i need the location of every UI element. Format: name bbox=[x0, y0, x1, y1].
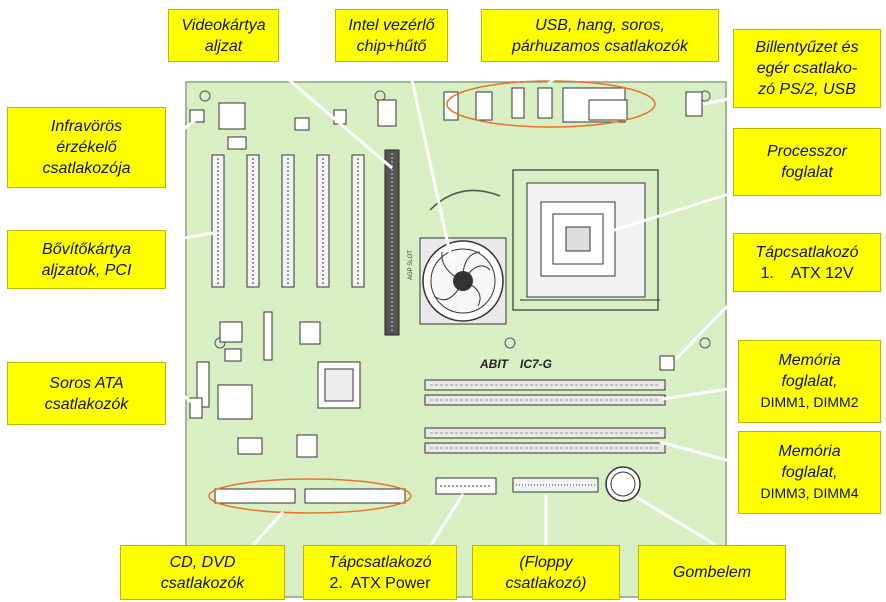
label-line: csatlakozók bbox=[160, 574, 245, 592]
atx12v-connector bbox=[659, 355, 675, 371]
label-infrared-sensor: Infravörös érzékelő csatlakozója bbox=[7, 107, 166, 188]
label-line: egér csatlakо- bbox=[756, 60, 858, 77]
label-power-atx12v: Tápcsatlakozó 1. ATX 12V bbox=[733, 233, 881, 292]
label-video-card-slot: Videokártya aljzat bbox=[168, 9, 279, 62]
label-line: DIMM3, DIMM4 bbox=[760, 485, 859, 501]
label-line: csatlakozó) bbox=[505, 574, 587, 592]
label-memory-dimm12: Memória foglalat, DIMM1, DIMM2 bbox=[738, 340, 881, 423]
label-line: foglalat, bbox=[781, 464, 838, 481]
label-line: csatlakozók bbox=[44, 395, 129, 413]
label-line: aljzatok, PCI bbox=[41, 261, 132, 279]
label-line: Soros ATA bbox=[49, 374, 124, 392]
label-line: Bővítőkártya bbox=[42, 240, 131, 258]
chipset-heatsink bbox=[419, 237, 507, 325]
svg-text:AGP SLOT: AGP SLOT bbox=[408, 250, 414, 280]
motherboard bbox=[185, 81, 727, 598]
label-line: Memória bbox=[778, 443, 841, 460]
label-line: DIMM1, DIMM2 bbox=[760, 394, 859, 410]
board-model: IC7-G bbox=[520, 357, 552, 371]
label-power-atx: Tápcsatlakozó 2. ATX Power bbox=[303, 545, 457, 600]
label-line: Tápcsatlakozó bbox=[755, 243, 859, 261]
label-ide-connectors: CD, DVD csatlakozók bbox=[120, 545, 285, 600]
ide-connectors bbox=[214, 488, 406, 504]
label-usb-audio-serial-parallel: USB, hang, soros, párhuzamos csatlakozók bbox=[481, 9, 719, 62]
label-line: (Floppy bbox=[519, 553, 573, 571]
label-line: érzékelő bbox=[56, 139, 117, 156]
label-line: aljzat bbox=[204, 37, 243, 55]
label-chipset: Intel vezérlő chip+hűtő bbox=[335, 9, 448, 62]
label-line: Memória bbox=[778, 352, 841, 369]
label-battery: Gombelem bbox=[638, 545, 786, 600]
board-brand: ABIT bbox=[479, 357, 510, 371]
label-sata: Soros ATA csatlakozók bbox=[7, 362, 166, 425]
label-line: párhuzamos csatlakozók bbox=[511, 37, 689, 55]
label-line: csatlakozója bbox=[42, 160, 131, 177]
label-line: Gombelem bbox=[672, 564, 752, 581]
cpu-socket-frame bbox=[512, 169, 659, 311]
label-line: Tápcsatlakozó bbox=[328, 553, 432, 571]
label-line: 1. ATX 12V bbox=[760, 264, 854, 282]
sata-connectors bbox=[189, 397, 203, 419]
label-line: Intel vezérlő bbox=[348, 16, 435, 34]
label-line: Billentyűzet és bbox=[755, 39, 859, 56]
label-pci-slots: Bővítőkártya aljzatok, PCI bbox=[7, 230, 166, 289]
pci-slots bbox=[211, 154, 365, 288]
label-line: foglalat bbox=[781, 164, 833, 181]
label-line: USB, hang, soros, bbox=[535, 16, 665, 34]
label-processor-socket: Processzor foglalat bbox=[733, 128, 881, 196]
label-line: 2. ATX Power bbox=[329, 574, 431, 592]
label-line: chip+hűtő bbox=[356, 37, 427, 55]
label-line: Processzor bbox=[766, 143, 848, 160]
label-line: zó PS/2, USB bbox=[758, 81, 856, 98]
ide-highlight bbox=[208, 478, 412, 514]
label-line: Infravörös bbox=[50, 118, 123, 135]
label-memory-dimm34: Memória foglalat, DIMM3, DIMM4 bbox=[738, 431, 881, 514]
label-line: foglalat, bbox=[781, 373, 838, 390]
label-floppy: (Floppy csatlakozó) bbox=[472, 545, 620, 600]
label-line: CD, DVD bbox=[169, 553, 236, 571]
label-keyboard-mouse: Billentyűzet és egér csatlakо- zó PS/2, … bbox=[733, 29, 881, 108]
label-line: Videokártya bbox=[181, 16, 266, 34]
